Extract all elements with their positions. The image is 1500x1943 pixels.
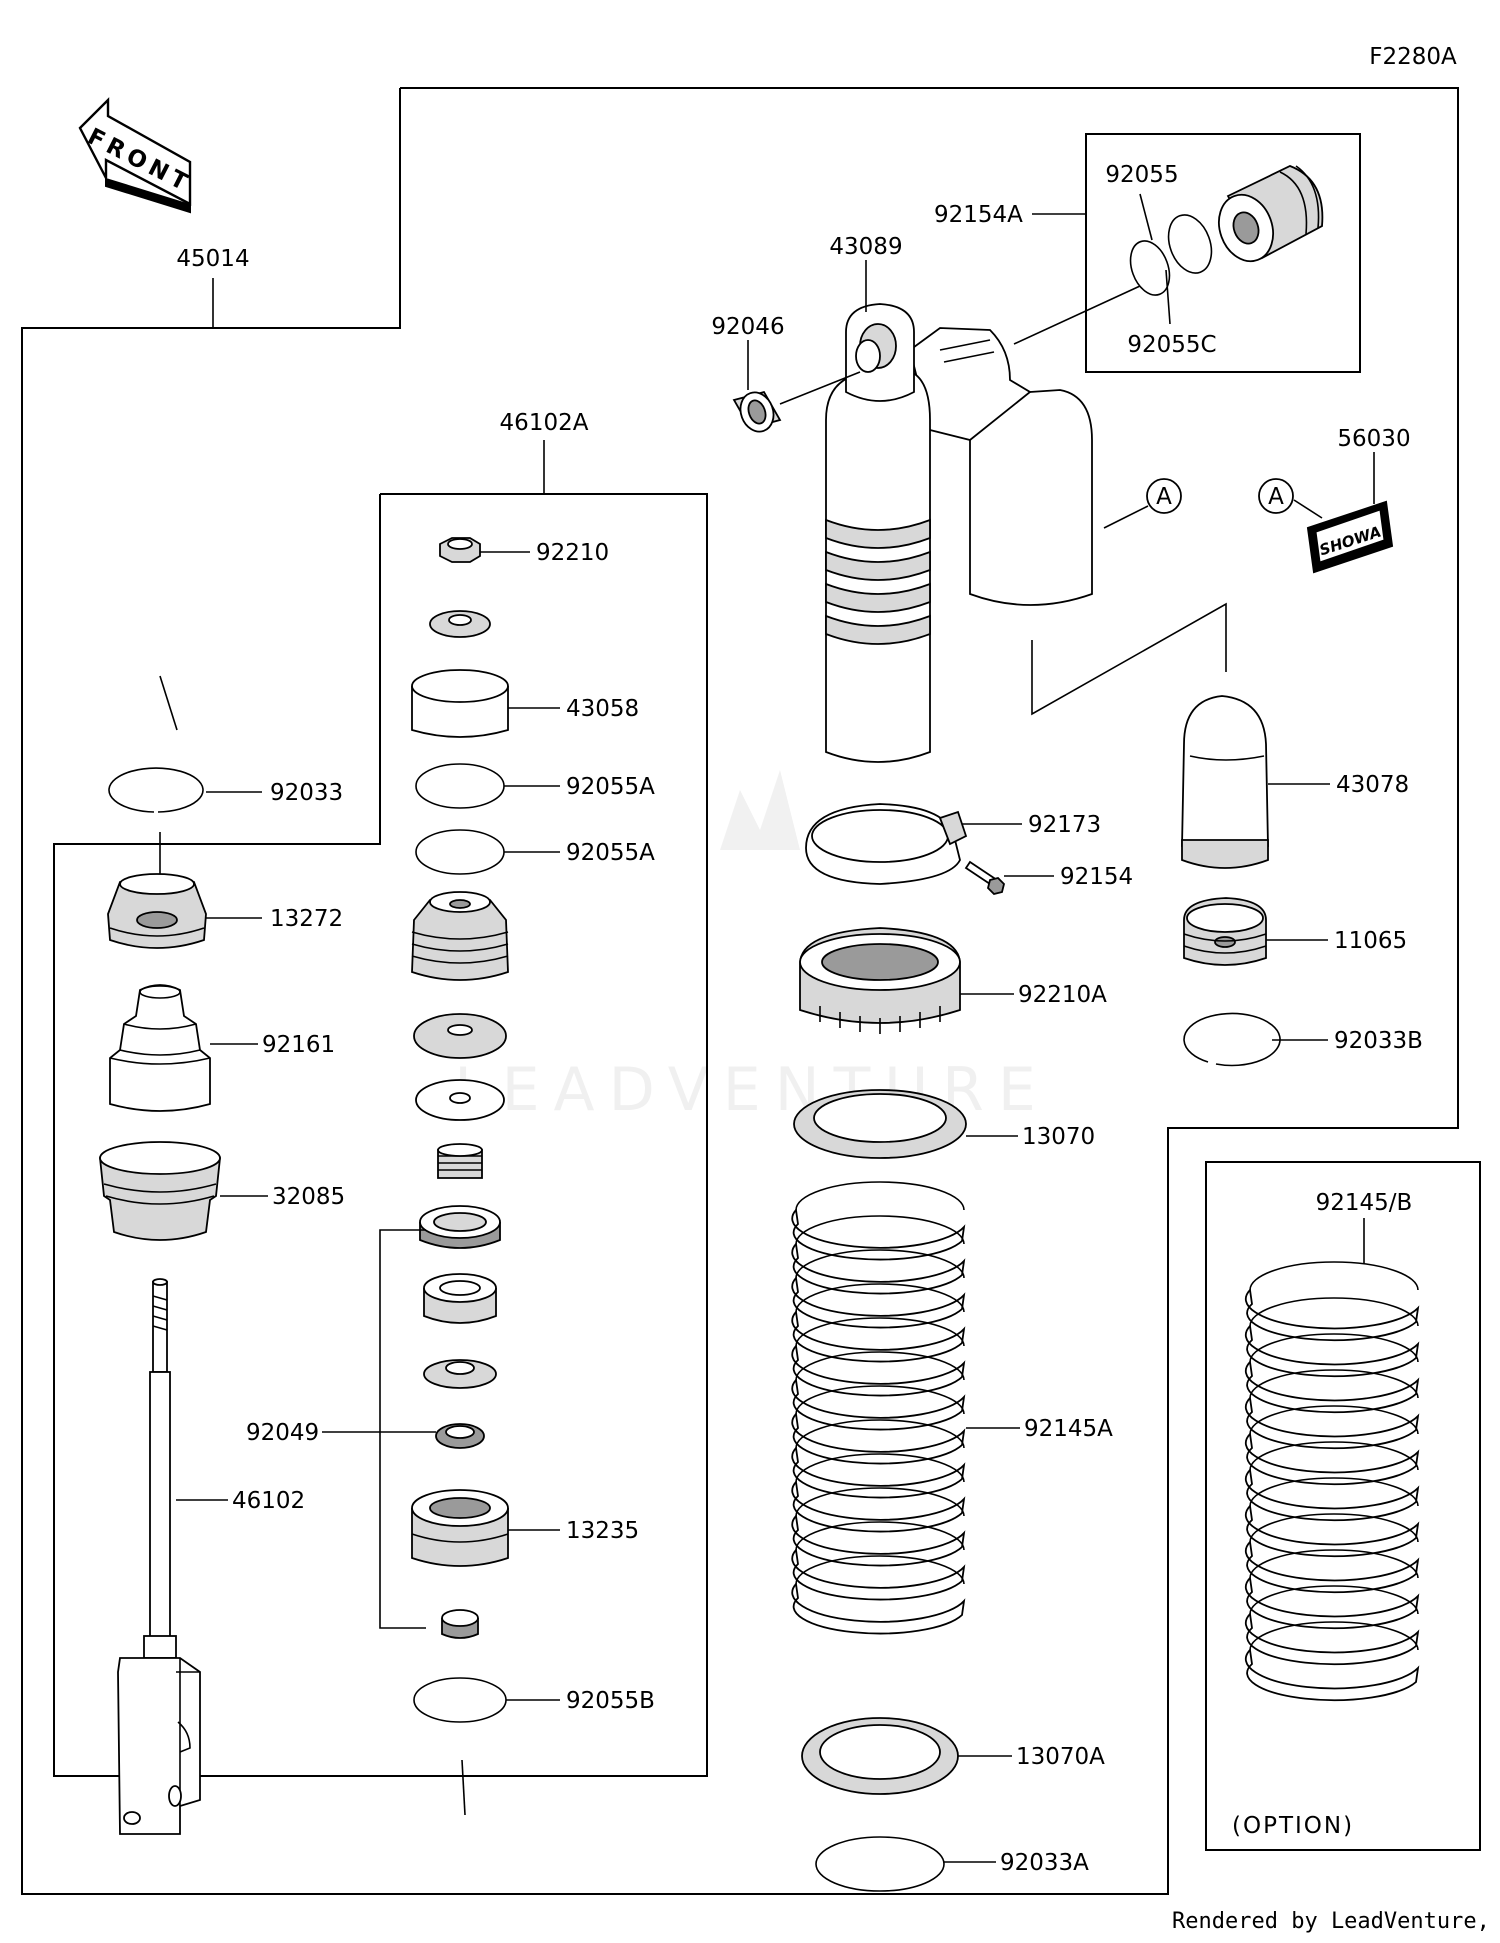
label-13070[interactable]: 13070 [1022,1124,1095,1150]
piston-rod-46102[interactable] [117,1278,201,1835]
bushing-middle [423,1273,497,1324]
footer-credit: Rendered by LeadVenture, Inc. [1172,1909,1500,1934]
collar-32085[interactable] [99,1141,221,1241]
cap-13272[interactable] [107,873,207,949]
washer-2 [415,1079,505,1121]
washer-1 [413,1013,507,1059]
o-ring-92055[interactable] [1124,236,1177,301]
nut-92210[interactable] [439,537,481,563]
label-13070A[interactable]: 13070A [1016,1744,1105,1770]
clamp-92173[interactable] [805,803,968,885]
bladder-43078[interactable] [1181,695,1269,869]
ref-marker-a-1-text: A [1156,484,1172,510]
front-arrow-icon: FRONT [78,97,196,214]
label-92055B[interactable]: 92055B [566,1688,655,1714]
label-43078[interactable]: 43078 [1336,772,1409,798]
spring-seat-13070[interactable] [793,1089,967,1159]
bolt-92154[interactable] [964,860,1005,895]
adjuster-nut-92210A[interactable] [799,927,961,1034]
assembly-outline [21,87,1459,1895]
label-92210[interactable]: 92210 [536,540,609,566]
ref-marker-a-2 [1258,478,1294,514]
washer-top [429,610,491,638]
label-92154A[interactable]: 92154A [934,202,1023,228]
label-92145A[interactable]: 92145A [1024,1416,1113,1442]
subassembly-92154A-box [1085,133,1361,373]
bushing-43058[interactable] [411,669,509,738]
option-label: (OPTION) [1232,1813,1354,1839]
label-45014[interactable]: 45014 [176,246,249,272]
label-92173[interactable]: 92173 [1028,812,1101,838]
label-43058[interactable]: 43058 [566,696,639,722]
shock-body-43089[interactable] [825,303,1093,763]
oil-seal-92049[interactable] [435,1423,485,1449]
snap-ring-92033B[interactable] [1183,1012,1281,1067]
label-92145B[interactable]: 92145/B [1316,1190,1413,1216]
seal-head [411,891,509,981]
label-92055A-2[interactable]: 92055A [566,840,655,866]
o-ring-92055A-2[interactable] [415,829,505,875]
ref-marker-a-1 [1146,478,1182,514]
label-11065[interactable]: 11065 [1334,928,1407,954]
washer-3 [423,1359,497,1389]
spring-seat-13070A[interactable] [801,1717,959,1795]
ref-marker-a-2-text: A [1268,484,1284,510]
label-13272[interactable]: 13272 [270,906,343,932]
cap-11065[interactable] [1183,897,1267,966]
reservoir-cap-valve [1218,165,1324,263]
label-56030[interactable]: 56030 [1337,426,1410,452]
o-ring-92055B[interactable] [413,1677,507,1723]
bump-rubber-92161[interactable] [109,984,211,1112]
label-46102[interactable]: 46102 [232,1488,305,1514]
label-32085[interactable]: 32085 [272,1184,345,1210]
label-92055[interactable]: 92055 [1105,162,1178,188]
label-92154[interactable]: 92154 [1060,864,1133,890]
spring-92145A[interactable] [791,1181,966,1635]
label-43089[interactable]: 43089 [829,234,902,260]
label-92033[interactable]: 92033 [270,780,343,806]
continuation-line [461,1759,466,1816]
label-92046[interactable]: 92046 [711,314,784,340]
decal-56030[interactable]: SHOWA [1306,500,1394,574]
o-ring-92055C[interactable] [1161,209,1219,279]
label-92210A[interactable]: 92210A [1018,982,1107,1008]
o-ring-92055A-1[interactable] [415,763,505,809]
diagram-code: F2280A [1369,44,1457,70]
snap-ring-92033A[interactable] [815,1836,945,1892]
label-92049[interactable]: 92049 [246,1420,319,1446]
label-92055A-1[interactable]: 92055A [566,774,655,800]
subassembly-outline [53,493,708,1777]
bearing-92046[interactable] [732,388,782,437]
spring-small [437,1143,483,1179]
label-92161[interactable]: 92161 [262,1032,335,1058]
label-92055C[interactable]: 92055C [1127,332,1216,358]
bushing-13235[interactable] [411,1489,509,1567]
seal-bottom [441,1609,479,1639]
label-92033B[interactable]: 92033B [1334,1028,1423,1054]
spring-92145B[interactable] [1244,1261,1420,1702]
label-13235[interactable]: 13235 [566,1518,639,1544]
option-box [1205,1161,1481,1851]
seal-ring [419,1205,501,1249]
label-92033A[interactable]: 92033A [1000,1850,1089,1876]
label-46102A[interactable]: 46102A [500,410,589,436]
